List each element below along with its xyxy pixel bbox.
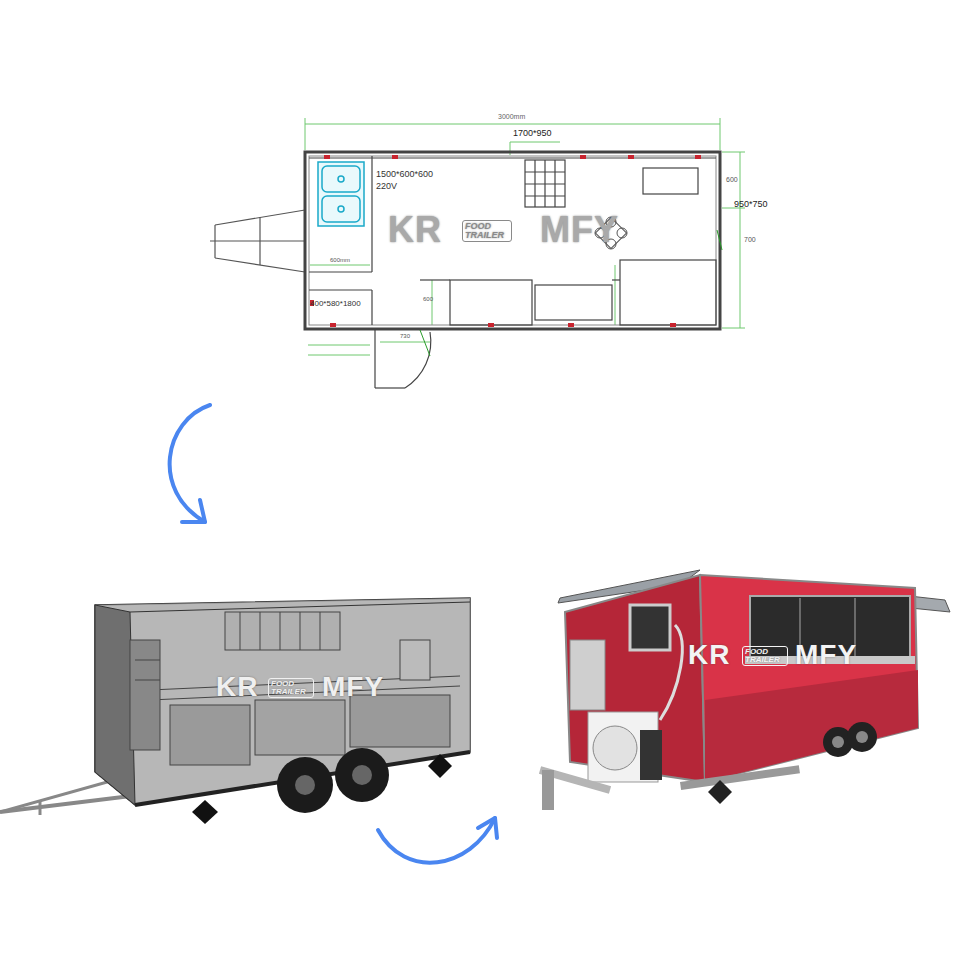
- watermark-logo: FOOD TRAILER: [268, 678, 314, 698]
- floor-plan: [210, 118, 745, 388]
- dimension-text: 220V: [376, 182, 397, 192]
- watermark: KR: [688, 640, 730, 671]
- watermark: KR: [388, 210, 442, 250]
- watermark: MFY: [322, 672, 384, 703]
- watermark-logo: FOOD TRAILER: [742, 646, 788, 666]
- render-trailer: [0, 598, 470, 824]
- dimension-text: 1700*950: [513, 129, 552, 139]
- dimension-text: 700: [744, 236, 756, 244]
- dimension-text: 950*750: [734, 200, 768, 210]
- watermark: MFY: [540, 210, 619, 250]
- dimension-text: 400*580*1800: [310, 300, 361, 309]
- dimension-text: 3000mm: [498, 113, 525, 121]
- watermark-logo: FOOD TRAILER: [462, 220, 512, 242]
- dimension-text: 600: [423, 296, 433, 303]
- watermark: KR: [216, 672, 258, 703]
- dimension-text: 1500*600*600: [376, 170, 433, 180]
- dimension-text: 730: [400, 333, 410, 340]
- dimension-text: 600: [726, 176, 738, 184]
- watermark: MFY: [795, 640, 857, 671]
- photo-trailer: [540, 570, 950, 810]
- dimension-text: 600mm: [330, 257, 350, 264]
